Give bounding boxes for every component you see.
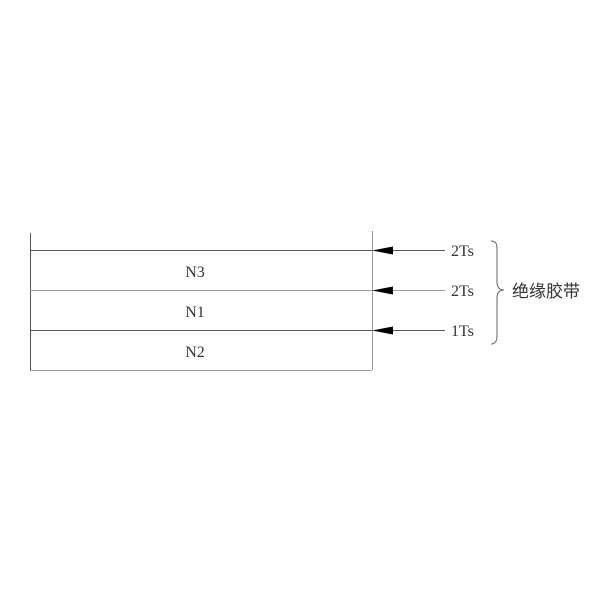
- tape-label-3: 1Ts: [451, 323, 474, 340]
- tape-label-1: 2Ts: [451, 243, 474, 260]
- tape-arrow-3: [372, 326, 445, 335]
- tape-arrow-1: [372, 246, 445, 255]
- arrowhead-icon: [372, 246, 393, 255]
- layer-label-n3: N3: [185, 264, 205, 281]
- layer-label-n2: N2: [185, 344, 205, 361]
- brace-icon: [490, 240, 505, 345]
- brace-label: 绝缘胶带: [512, 282, 580, 302]
- arrowhead-icon: [372, 286, 393, 295]
- tape-label-2: 2Ts: [451, 283, 474, 300]
- tape-arrow-2: [372, 286, 445, 295]
- layer-label-n1: N1: [185, 304, 205, 321]
- arrowhead-icon: [372, 326, 393, 335]
